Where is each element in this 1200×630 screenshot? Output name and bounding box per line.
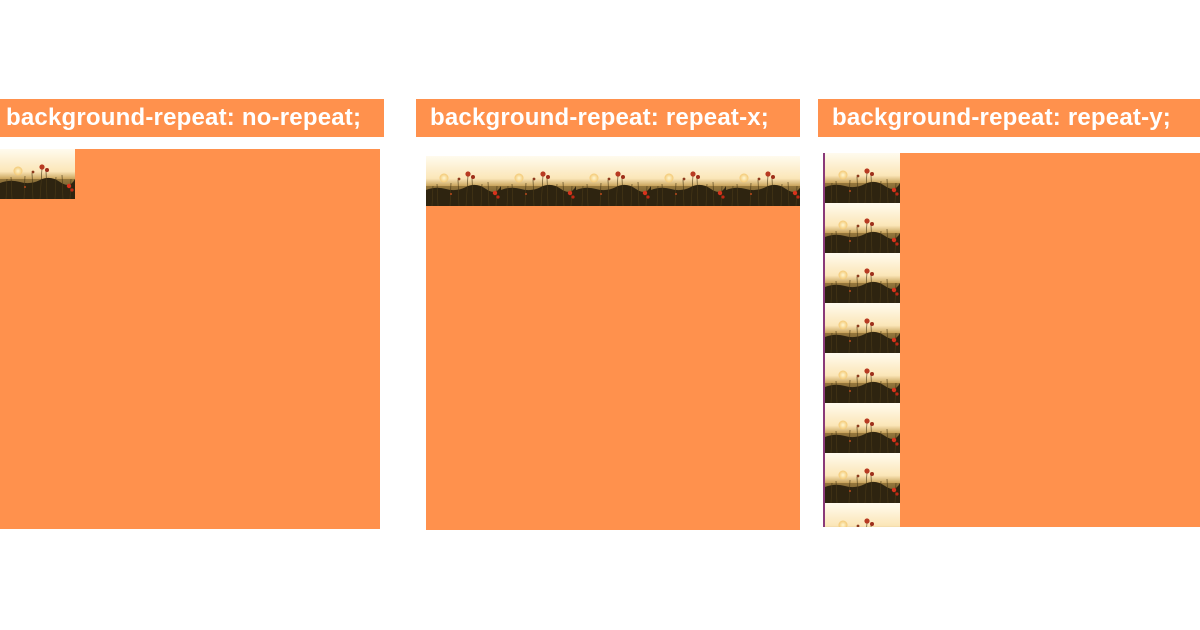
demo-box-no-repeat bbox=[0, 149, 380, 529]
demo-box-repeat-x bbox=[426, 156, 800, 530]
poppy-field-tile bbox=[651, 156, 726, 206]
poppy-field-tile bbox=[825, 403, 900, 453]
poppy-field-tile bbox=[825, 153, 900, 203]
poppy-field-tile bbox=[825, 303, 900, 353]
demo-box-repeat-y bbox=[823, 153, 1200, 527]
poppy-field-tile bbox=[825, 453, 900, 503]
poppy-field-tile bbox=[825, 503, 900, 527]
panel-label-repeat-y: background-repeat: repeat-y; bbox=[818, 99, 1200, 137]
poppy-field-tile bbox=[0, 149, 75, 199]
poppy-field-tile bbox=[825, 253, 900, 303]
poppy-field-tile bbox=[726, 156, 800, 206]
tile-strip-no-repeat bbox=[0, 149, 75, 199]
poppy-field-tile bbox=[576, 156, 651, 206]
poppy-field-tile bbox=[825, 353, 900, 403]
tile-strip-repeat-y bbox=[825, 153, 900, 527]
panel-label-no-repeat: background-repeat: no-repeat; bbox=[0, 99, 384, 137]
poppy-field-tile bbox=[825, 203, 900, 253]
panel-label-repeat-x: background-repeat: repeat-x; bbox=[416, 99, 800, 137]
poppy-field-tile bbox=[501, 156, 576, 206]
tile-strip-repeat-x bbox=[426, 156, 800, 206]
poppy-field-tile bbox=[426, 156, 501, 206]
